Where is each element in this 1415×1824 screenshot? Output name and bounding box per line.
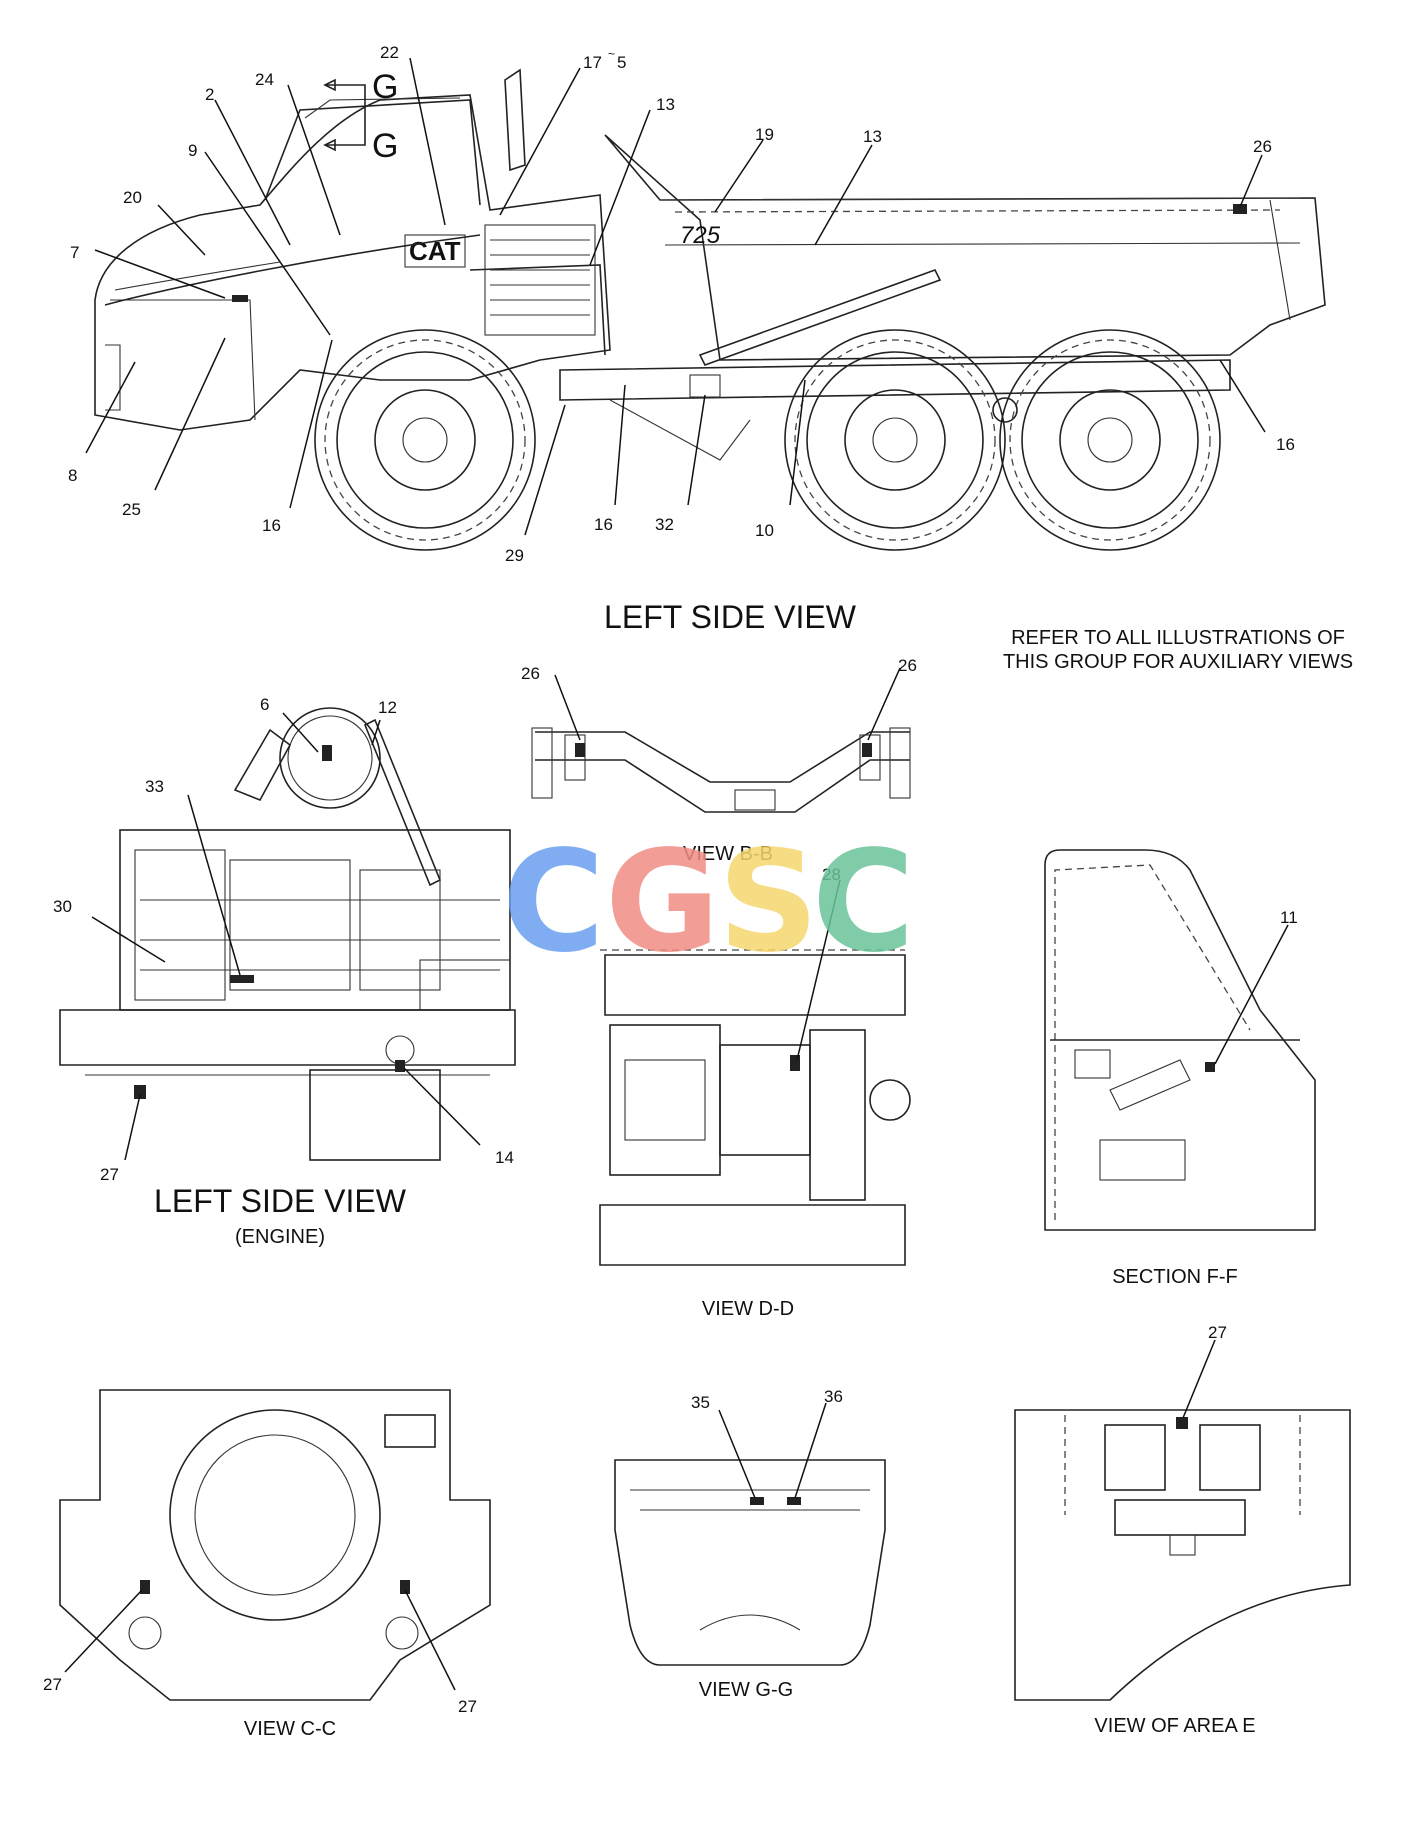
section-marker-g: G G: [323, 68, 398, 165]
watermark-letter-c2: C: [812, 821, 915, 984]
note-line-2: THIS GROUP FOR AUXILIARY VIEWS: [1003, 651, 1353, 673]
view-gg-title: VIEW G-G: [699, 1679, 793, 1701]
auxiliary-note: REFER TO ALL ILLUSTRATIONS OF THIS GROUP…: [1003, 627, 1353, 673]
truck-left-side-view: CAT 725: [68, 43, 1326, 635]
view-area-e: 27 VIEW OF AREA E: [1014, 1323, 1351, 1737]
engine-callout-30: 30: [53, 897, 72, 916]
middle-wheel: [784, 329, 1006, 551]
callout-19: 19: [755, 125, 774, 144]
callout-10: 10: [755, 521, 774, 540]
view-b-b: 26 26 VIEW B-B: [521, 656, 917, 865]
callout-24: 24: [255, 70, 274, 89]
dd-callout-28: 28: [822, 865, 841, 884]
view-dd-title: VIEW D-D: [702, 1298, 794, 1320]
callout-5: 5: [617, 53, 626, 72]
engine-callout-14: 14: [495, 1148, 514, 1167]
callout-16-c: 16: [1276, 435, 1295, 454]
callout-13-a: 13: [656, 95, 675, 114]
callout-2: 2: [205, 85, 214, 104]
callout-22: 22: [380, 43, 399, 62]
callout-29: 29: [505, 546, 524, 565]
view-c-c: 27 27 VIEW C-C: [43, 1389, 491, 1740]
engine-callout-12: 12: [378, 698, 397, 717]
cc-callout-27-a: 27: [43, 1675, 62, 1694]
note-line-1: REFER TO ALL ILLUSTRATIONS OF: [1011, 627, 1345, 649]
callout-8: 8: [68, 466, 77, 485]
callout-16-b: 16: [594, 515, 613, 534]
view-g-g: 35 36 VIEW G-G: [614, 1387, 886, 1701]
callout-7: 7: [70, 243, 79, 262]
callout-13-b: 13: [863, 127, 882, 146]
watermark-letter-s: S: [718, 821, 819, 984]
rear-wheel: [999, 329, 1221, 551]
view-bb-title: VIEW B-B: [683, 843, 773, 865]
watermark-letter-c1: C: [502, 821, 605, 984]
section-letter-top: G: [372, 68, 398, 106]
dump-body-badge: 725: [680, 222, 721, 249]
engine-view-subtitle: (ENGINE): [235, 1226, 325, 1248]
section-ff-title: SECTION F-F: [1112, 1266, 1238, 1288]
ff-callout-11: 11: [1280, 908, 1298, 927]
view-d-d: 28 VIEW D-D: [599, 865, 911, 1320]
engine-left-side-view: 6 12 33 30 27 14 LEFT SIDE VIEW (ENGINE): [53, 695, 516, 1248]
callout-25: 25: [122, 500, 141, 519]
area-e-callout-27: 27: [1208, 1323, 1227, 1342]
engine-callout-6: 6: [260, 695, 269, 714]
callout-20: 20: [123, 188, 142, 207]
callout-17: 17: [583, 53, 602, 72]
callout-32: 32: [655, 515, 674, 534]
callout-26: 26: [1253, 137, 1272, 156]
engine-callout-27: 27: [100, 1165, 119, 1184]
section-letter-bottom: G: [372, 127, 398, 165]
view-cc-title: VIEW C-C: [244, 1718, 336, 1740]
callout-16-a: 16: [262, 516, 281, 535]
cgsc-watermark: C G S C: [502, 821, 915, 984]
main-view-title: LEFT SIDE VIEW: [604, 599, 857, 635]
svg-text:~: ~: [608, 47, 615, 61]
bb-callout-26-b: 26: [898, 656, 917, 675]
gg-callout-35: 35: [691, 1393, 710, 1412]
watermark-letter-g: G: [605, 821, 720, 984]
gg-callout-36: 36: [824, 1387, 843, 1406]
bb-callout-26-a: 26: [521, 664, 540, 683]
view-area-e-title: VIEW OF AREA E: [1094, 1715, 1255, 1737]
front-wheel: [314, 329, 536, 551]
callout-9: 9: [188, 141, 197, 160]
engine-callout-33: 33: [145, 777, 164, 796]
section-f-f: 11 SECTION F-F: [1044, 849, 1316, 1288]
engine-view-title: LEFT SIDE VIEW: [154, 1183, 407, 1219]
cc-callout-27-b: 27: [458, 1697, 477, 1716]
